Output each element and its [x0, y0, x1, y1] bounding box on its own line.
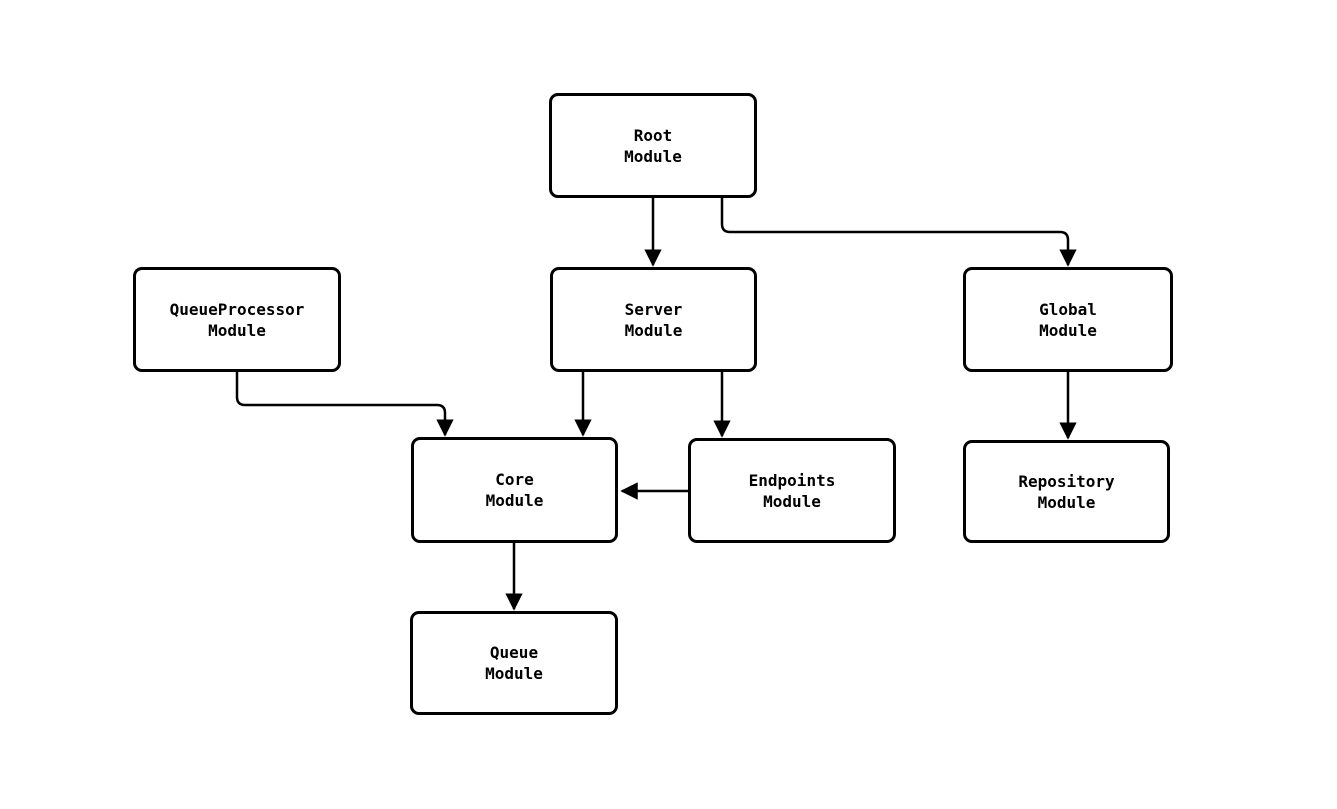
node-endpoints-module: Endpoints Module — [688, 438, 896, 543]
node-queueprocessor-module: QueueProcessor Module — [133, 267, 341, 372]
node-queue-module: Queue Module — [410, 611, 618, 715]
edge-queueprocessor-to-core — [235, 372, 454, 437]
node-global-module: Global Module — [963, 267, 1173, 372]
node-root-module: Root Module — [549, 93, 757, 198]
node-core-module: Core Module — [411, 437, 618, 543]
edge-root-to-global — [720, 198, 1077, 267]
node-repository-module: Repository Module — [963, 440, 1170, 543]
node-server-module: Server Module — [550, 267, 757, 372]
